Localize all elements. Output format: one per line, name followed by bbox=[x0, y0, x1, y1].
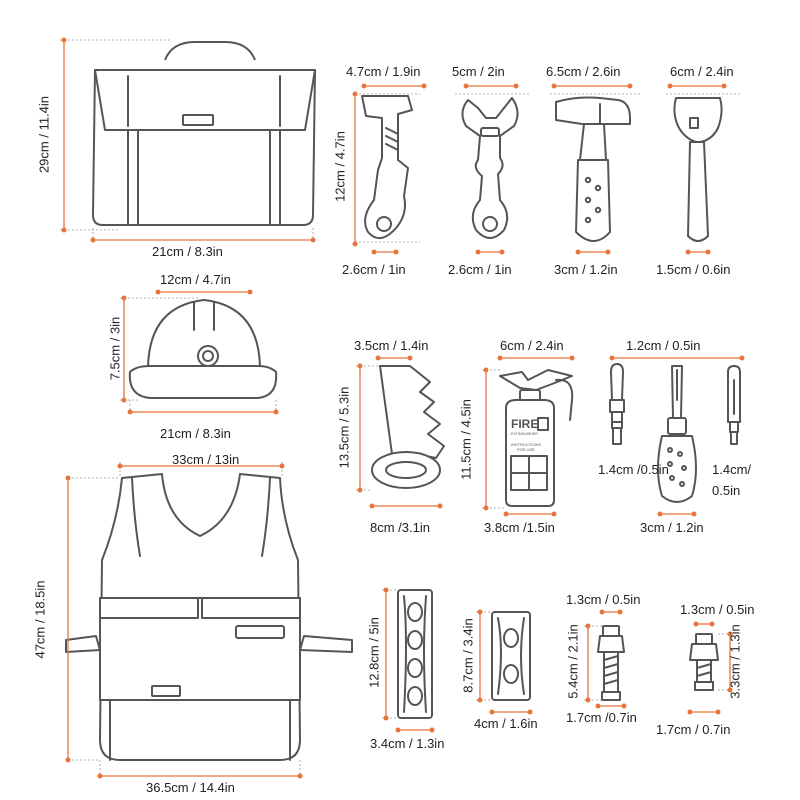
wrench-top-label: 5cm / 2in bbox=[452, 64, 505, 79]
axe-bottom-label: 1.5cm / 0.6in bbox=[656, 262, 731, 277]
pipe-wrench-icon bbox=[352, 83, 427, 255]
instructions-text: INSTRUCTIONS bbox=[511, 442, 541, 447]
plank-short-height-label: 8.7cm / 3.4in bbox=[460, 618, 476, 693]
saw-bottom-label: 8cm /3.1in bbox=[370, 520, 430, 535]
pipe-wrench-top-label: 4.7cm / 1.9in bbox=[346, 64, 421, 79]
extinguisher-top-label: 6cm / 2.4in bbox=[500, 338, 564, 353]
plank-short-bottom-label: 4cm / 1.6in bbox=[474, 716, 538, 731]
hammer-bottom-label: 3cm / 1.2in bbox=[554, 262, 618, 277]
wrench-bottom-label: 2.6cm / 1in bbox=[448, 262, 512, 277]
long-bolt-height-label: 5.4cm / 2.1in bbox=[565, 624, 581, 699]
vest-top-label: 33cm / 13in bbox=[172, 452, 240, 467]
hammer-icon bbox=[550, 83, 640, 255]
adjustable-wrench-icon bbox=[455, 83, 530, 255]
vest-bottom-label: 36.5cm / 14.4in bbox=[146, 780, 235, 795]
short-bolt-top-label: 1.3cm / 0.5in bbox=[680, 602, 755, 617]
screwdriver-bottom-label: 3cm / 1.2in bbox=[640, 520, 704, 535]
hat-top-label: 12cm / 4.7in bbox=[160, 272, 231, 287]
long-bolt-top-label: 1.3cm / 0.5in bbox=[566, 592, 641, 607]
pipe-wrench-height-label: 12cm / 4.7in bbox=[332, 131, 348, 202]
fire-extinguisher-icon: FIRE EXTINGUISHER INSTRUCTIONS FOR USE bbox=[482, 355, 575, 517]
hard-hat-icon bbox=[120, 289, 279, 416]
fire-text: FIRE bbox=[511, 417, 538, 431]
saw-icon bbox=[356, 355, 445, 509]
bag-height-label: 29cm / 11.4in bbox=[36, 95, 52, 174]
screwdriver-bit-right-label-2: 0.5in bbox=[712, 483, 741, 498]
plank-long-bottom-label: 3.4cm / 1.3in bbox=[370, 736, 445, 751]
axe-top-label: 6cm / 2.4in bbox=[670, 64, 734, 79]
vest-height-label: 47cm / 18.5in bbox=[32, 580, 48, 659]
saw-top-label: 3.5cm / 1.4in bbox=[354, 338, 429, 353]
hammer-top-label: 6.5cm / 2.6in bbox=[546, 64, 621, 79]
wood-block-icon-short bbox=[476, 609, 533, 715]
long-bolt-bottom-label: 1.7cm /0.7in bbox=[566, 710, 637, 725]
bolt-icon-long bbox=[584, 609, 627, 709]
axe-icon bbox=[666, 83, 740, 255]
wood-block-icon-long bbox=[382, 587, 435, 733]
extinguisher-bottom-label: 3.8cm /1.5in bbox=[484, 520, 555, 535]
extinguisher-height-label: 11.5cm / 4.5in bbox=[458, 399, 474, 480]
vest-icon bbox=[65, 462, 353, 780]
screwdriver-top-label: 1.2cm / 0.5in bbox=[626, 338, 701, 353]
for-use-text: FOR USE bbox=[517, 447, 535, 452]
screwdriver-bit-right-label: 1.4cm/ bbox=[712, 462, 752, 477]
plank-long-height-label: 12.8cm / 5in bbox=[366, 617, 382, 688]
bag-width-label: 21cm / 8.3in bbox=[152, 244, 223, 259]
screwdriver-bit-left-label: 1.4cm /0.5in bbox=[598, 462, 669, 477]
pipe-wrench-bottom-label: 2.6cm / 1in bbox=[342, 262, 406, 277]
short-bolt-height-label: 3.3cm / 1.3in bbox=[727, 624, 743, 699]
saw-height-label: 13.5cm / 5.3in bbox=[336, 386, 352, 469]
tool-bag-icon bbox=[60, 37, 316, 244]
short-bolt-bottom-label: 1.7cm / 0.7in bbox=[656, 722, 731, 737]
bolt-icon-short bbox=[687, 621, 734, 715]
extinguisher-text: EXTINGUISHER bbox=[511, 432, 538, 436]
hat-bottom-label: 21cm / 8.3in bbox=[160, 426, 231, 441]
hat-height-label: 7.5cm / 3in bbox=[107, 316, 123, 381]
screwdriver-icon bbox=[609, 355, 745, 517]
